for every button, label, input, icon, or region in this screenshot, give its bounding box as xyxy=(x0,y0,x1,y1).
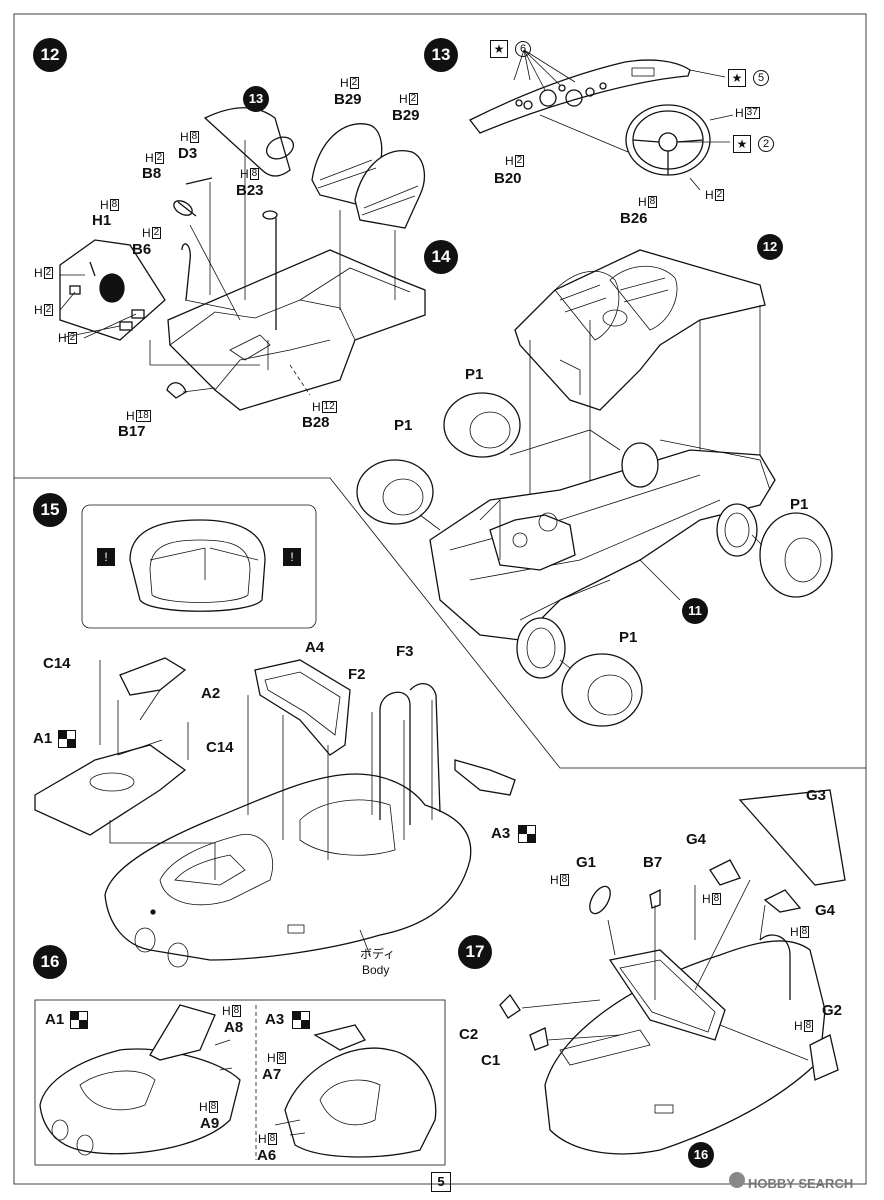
part-label-b17: B17 xyxy=(118,423,146,440)
part-label-b6: B6 xyxy=(132,241,152,258)
part-label-a8: A8 xyxy=(224,1019,244,1036)
paint-mask-icon xyxy=(70,1011,88,1029)
part-label-a3: A3 xyxy=(491,825,511,842)
part-label-g2: G2 xyxy=(822,1002,843,1019)
body-label-en: Body xyxy=(362,963,390,977)
part-label-f3: F3 xyxy=(396,643,414,660)
decal-number: 6 xyxy=(515,41,531,57)
part-label-g4: G4 xyxy=(815,902,836,919)
step17-art xyxy=(499,789,846,1155)
part-label-p1: P1 xyxy=(790,496,809,513)
part-label-a4: A4 xyxy=(305,639,325,656)
step15-art xyxy=(34,504,516,968)
part-label-a1: A1 xyxy=(33,730,53,747)
step13-art xyxy=(469,49,734,191)
part-label-p1: P1 xyxy=(619,629,638,646)
step12-art xyxy=(59,107,426,411)
part-label-h1: H1 xyxy=(92,212,112,229)
step-12-badge: 12 xyxy=(33,38,67,72)
step-17-badge: 17 xyxy=(458,935,492,969)
part-label-b26: B26 xyxy=(620,210,648,227)
part-label-g3: G3 xyxy=(806,787,827,804)
decal-star-icon: ★ xyxy=(733,135,751,153)
part-label-g1: G1 xyxy=(576,854,597,871)
step-16-ref-badge: 16 xyxy=(688,1142,714,1168)
decal-number: 5 xyxy=(753,70,769,86)
paint-mask-icon xyxy=(58,730,76,748)
part-label-a3: A3 xyxy=(265,1011,285,1028)
paint-mask-icon xyxy=(292,1011,310,1029)
part-label-a6: A6 xyxy=(257,1147,277,1164)
part-label-a1: A1 xyxy=(45,1011,65,1028)
part-label-b29-b: B29 xyxy=(392,107,420,124)
part-label-f2: F2 xyxy=(348,666,366,683)
part-label-b8: B8 xyxy=(142,165,162,182)
body-label-jp: ボディ xyxy=(360,947,396,961)
step-13-ref-badge: 13 xyxy=(243,86,269,112)
step14-art xyxy=(356,249,833,727)
step-12-ref-badge: 12 xyxy=(757,234,783,260)
part-label-a2: A2 xyxy=(201,685,221,702)
decal-star-icon: ★ xyxy=(490,40,508,58)
step-16-badge: 16 xyxy=(33,945,67,979)
step16-art xyxy=(34,999,446,1166)
decal-star-icon: ★ xyxy=(728,69,746,87)
decal-number: 2 xyxy=(758,136,774,152)
part-label-c1: C1 xyxy=(481,1052,501,1069)
part-label-a9: A9 xyxy=(200,1115,220,1132)
part-label-d3: D3 xyxy=(178,145,198,162)
part-label-b20: B20 xyxy=(494,170,522,187)
part-label-p1: P1 xyxy=(394,417,413,434)
watermark: HOBBY SEARCH xyxy=(748,1176,854,1191)
part-label-b23: B23 xyxy=(236,182,264,199)
step-11-ref-badge: 11 xyxy=(682,598,708,624)
decal-mark-icon: ! xyxy=(283,548,301,566)
part-label-c2: C2 xyxy=(459,1026,479,1043)
part-label-a7: A7 xyxy=(262,1066,282,1083)
part-label-g4: G4 xyxy=(686,831,707,848)
part-label-c14: C14 xyxy=(206,739,234,756)
watermark-logo-icon xyxy=(729,1172,745,1188)
step-14-badge: 14 xyxy=(424,240,458,274)
step-13-badge: 13 xyxy=(424,38,458,72)
decal-mark-icon: ! xyxy=(97,548,115,566)
part-label-b28: B28 xyxy=(302,414,330,431)
part-label-p1: P1 xyxy=(465,366,484,383)
part-label-b7: B7 xyxy=(643,854,663,871)
part-label-c14: C14 xyxy=(43,655,71,672)
step-15-badge: 15 xyxy=(33,493,67,527)
paint-mask-icon xyxy=(518,825,536,843)
part-label-b29-a: B29 xyxy=(334,91,362,108)
page-number: 5 xyxy=(431,1172,451,1192)
